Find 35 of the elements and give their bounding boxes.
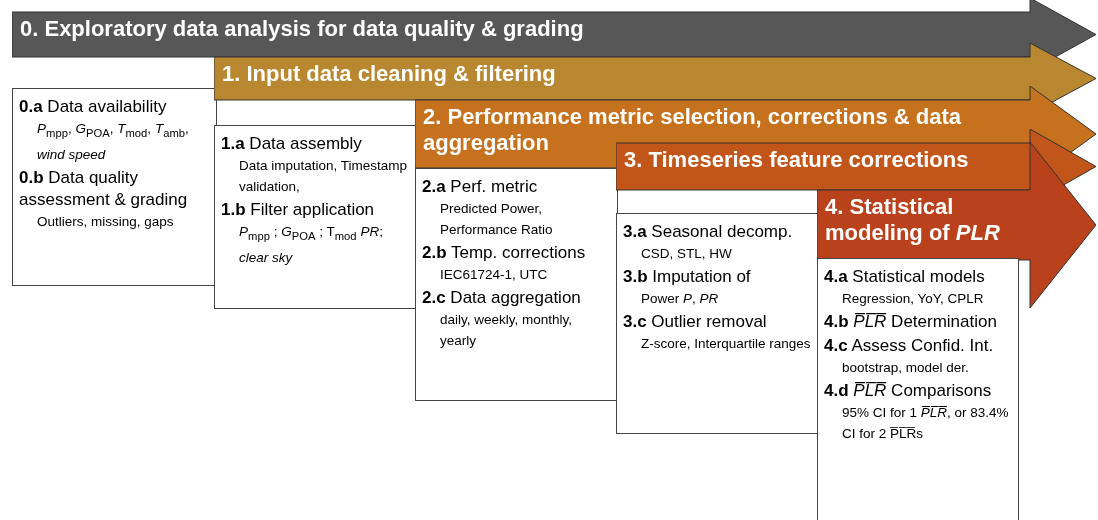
step-heading: 4.b P̅L̅R̅ Determination	[824, 311, 998, 333]
step-heading: 1.a Data assembly	[221, 133, 363, 155]
step-detail: 95% CI for 1 P̅L̅R̅, or 83.4% CI for 2 P̅L̅R̅s	[841, 404, 1010, 443]
step-heading: 4.c Assess Confid. Int.	[824, 335, 995, 357]
step-detail: Outliers, missing, gaps	[36, 212, 175, 231]
step-heading: 4.a Statistical models	[824, 266, 986, 288]
step-card	[214, 125, 417, 309]
step-detail: bootstrap, model der.	[841, 359, 970, 377]
step-card	[817, 258, 1019, 520]
step-card	[12, 88, 217, 286]
step-detail: Predicted Power, Performance Ratio	[439, 200, 554, 239]
step-heading: 1.b Filter application	[221, 199, 376, 221]
step-heading: 0.b Data quality assessment & grading	[19, 166, 189, 211]
stage-title: 4. Statistical modeling of PLR	[825, 194, 1001, 246]
step-heading: 2.b Temp. corrections	[422, 242, 587, 264]
stage-title: 1. Input data cleaning & filtering	[222, 61, 557, 87]
step-detail: CSD, STL, HW	[640, 245, 733, 263]
step-card	[415, 168, 618, 401]
step-detail: IEC61724-1, UTC	[439, 266, 549, 284]
step-heading: 4.d P̅L̅R̅ Comparisons	[824, 380, 993, 402]
step-detail: Z-score, Interquartile ranges	[640, 335, 812, 353]
step-detail: Power P, PR	[640, 290, 720, 308]
step-detail: P$_{mpp}$, G$_{POA}$, T$_{mod}$, T$_{amb}$, wind speed	[36, 120, 190, 164]
step-detail: Regression, YoY, CPLR	[841, 290, 985, 308]
step-heading: 3.b Imputation of	[623, 266, 752, 288]
step-heading: 2.a Perf. metric	[422, 176, 539, 198]
step-detail: daily, weekly, monthly, yearly	[439, 311, 574, 350]
step-heading: 0.a Data availability	[19, 96, 168, 118]
step-detail: Data imputation, Timestamp validation,	[238, 157, 409, 196]
step-heading: 3.a Seasonal decomp.	[623, 221, 794, 243]
step-detail: P$_{mpp}$ ; G$_{POA}$ ; T$_{mod}$ PR; clear sky	[238, 223, 384, 267]
stage-title: 0. Exploratory data analysis for data quality & grading	[20, 16, 585, 42]
step-heading: 3.c Outlier removal	[623, 311, 768, 333]
step-card	[616, 213, 819, 434]
step-heading: 2.c Data aggregation	[422, 287, 582, 309]
